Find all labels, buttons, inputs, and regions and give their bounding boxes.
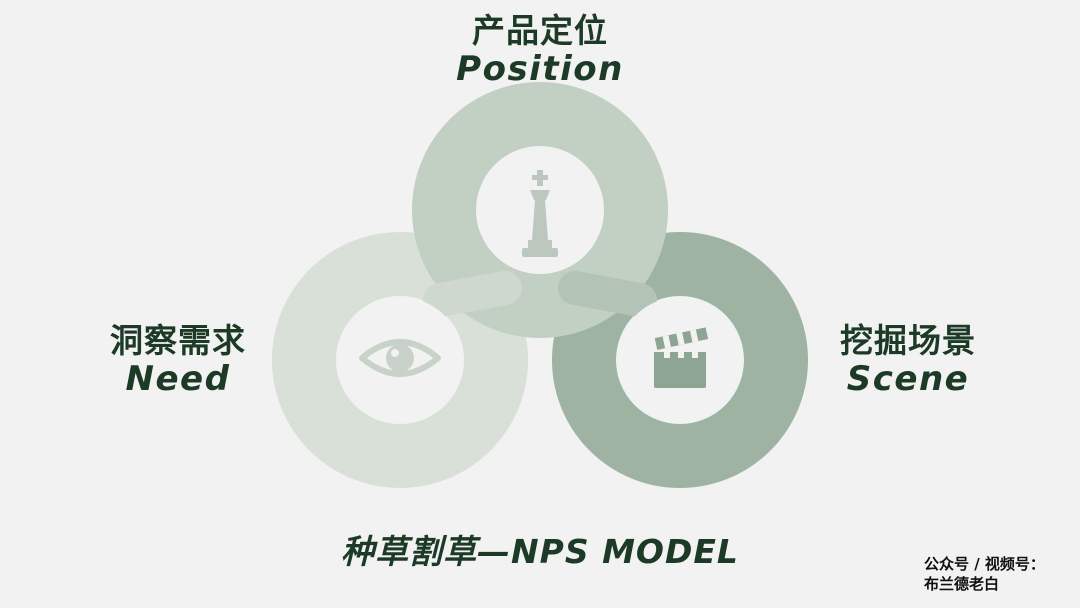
need-ring [272, 232, 528, 488]
position-title-cn: 产品定位 [472, 11, 608, 50]
scene-label: 挖掘场景 Scene [808, 321, 1008, 399]
position-title-en: Position [456, 49, 624, 89]
need-label: 洞察需求 Need [78, 321, 278, 399]
watermark-line-2: 布兰德老白 [924, 575, 1000, 593]
scene-title-cn: 挖掘场景 [840, 321, 976, 360]
watermark-line-1: 公众号 / 视频号： [924, 555, 1045, 573]
scene-ring-band [552, 232, 808, 488]
watermark: 公众号 / 视频号： 布兰德老白 [924, 554, 1074, 594]
scene-title-en: Scene [846, 359, 970, 399]
chess-king-icon [522, 170, 558, 257]
position-ring [412, 82, 668, 338]
need-title-en: Need [125, 359, 231, 399]
clapperboard-icon [654, 327, 709, 388]
eye-icon [359, 339, 441, 377]
need-ring-band [272, 232, 528, 488]
scene-ring [552, 232, 808, 488]
need-title-cn: 洞察需求 [110, 321, 246, 360]
position-label: 产品定位 Position [430, 11, 650, 89]
model-title: 种草割草—NPS MODEL [341, 532, 739, 571]
position-need-overlap [423, 271, 522, 317]
position-scene-overlap [558, 271, 657, 317]
